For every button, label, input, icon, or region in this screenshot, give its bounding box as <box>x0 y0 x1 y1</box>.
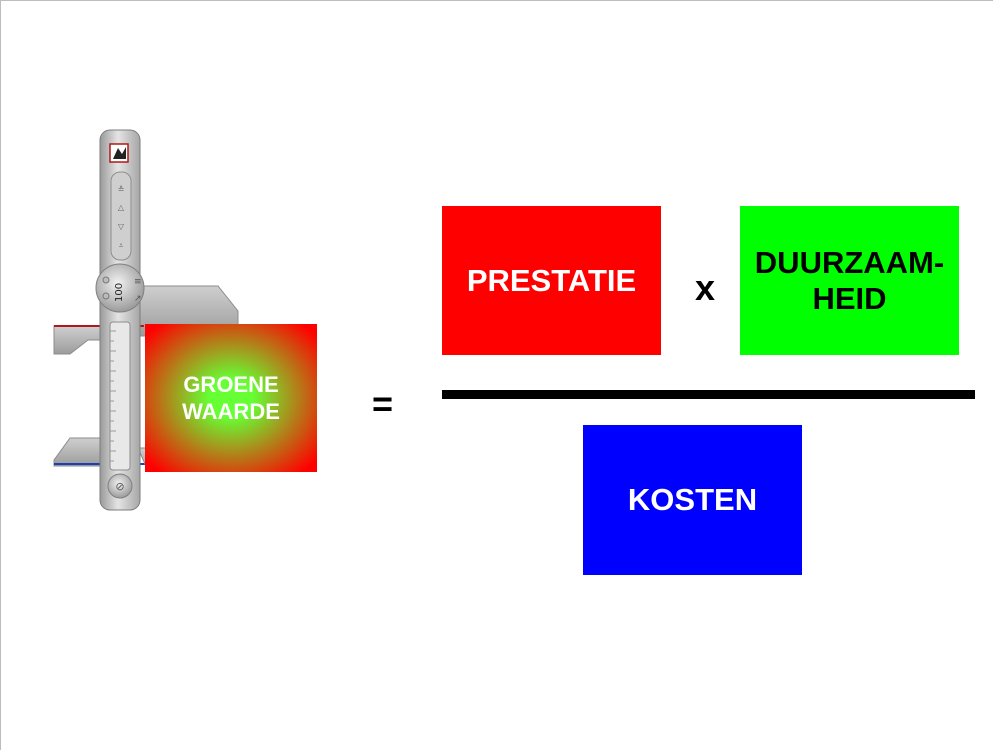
kosten-label: KOSTEN <box>627 482 758 517</box>
svg-text:↗: ↗ <box>134 294 142 304</box>
prestatie-label: PRESTATIE <box>466 262 637 298</box>
svg-text:▽: ▽ <box>118 222 125 231</box>
groene-waarde-box: GROENE WAARDE <box>145 324 317 472</box>
duurzaamheid-line1: DUURZAAM- <box>754 244 945 280</box>
equals-sign: = <box>372 383 394 424</box>
duurzaamheid-line2: HEID <box>812 280 887 316</box>
svg-text:⊘: ⊘ <box>115 480 124 493</box>
svg-text:≡: ≡ <box>134 277 142 287</box>
fraction-bar <box>442 390 975 399</box>
svg-text:≙: ≙ <box>118 185 125 194</box>
svg-text:△: △ <box>118 203 125 212</box>
prestatie-box: PRESTATIE <box>442 206 661 355</box>
duurzaamheid-box: DUURZAAM- HEID <box>740 206 959 355</box>
multiply-sign: x <box>695 267 716 308</box>
zoom-level-value: 100 <box>114 283 125 302</box>
groene-waarde-line2: WAARDE <box>182 399 280 424</box>
kosten-box: KOSTEN <box>583 425 802 575</box>
svg-text:⩡: ⩡ <box>119 241 124 250</box>
groene-waarde-line1: GROENE <box>183 372 279 397</box>
